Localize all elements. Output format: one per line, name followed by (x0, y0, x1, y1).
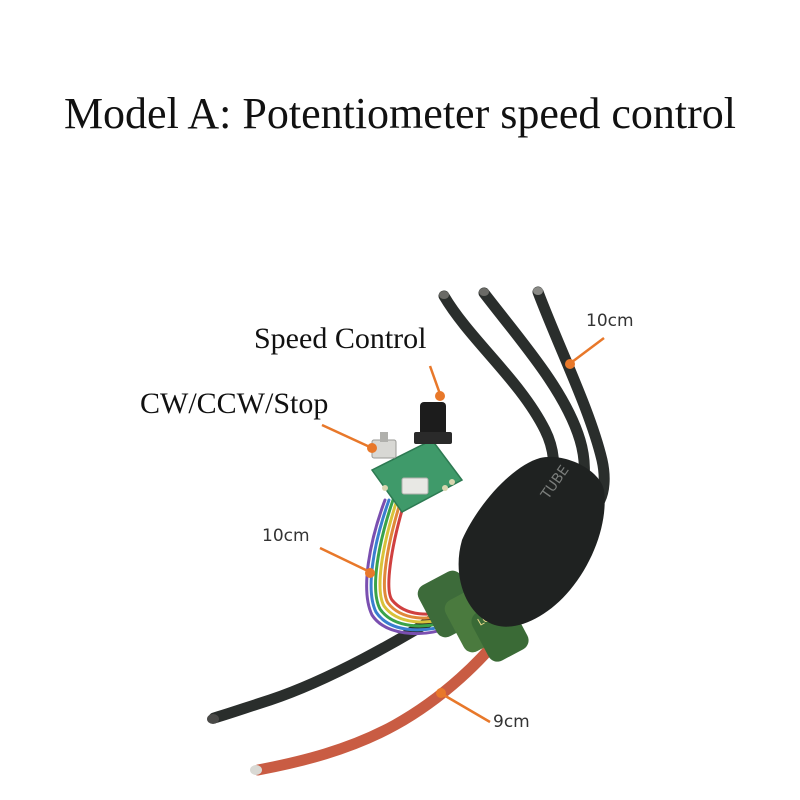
leader-dots (365, 359, 575, 698)
motor-lead-1 (438, 290, 560, 486)
black-wire-tip (207, 714, 219, 724)
pcb-connector (401, 477, 429, 495)
red-wire-tip (250, 765, 262, 775)
red-power-wire (252, 614, 518, 776)
page-title: Model A: Potentiometer speed control (63, 89, 737, 138)
leader-direction (321, 423, 373, 450)
signal-ribbon-cable (365, 498, 460, 636)
direction-switch-label: CW/CCW/Stop (140, 387, 329, 420)
leader-speed-control (428, 365, 442, 395)
leader-power-cable (441, 692, 491, 724)
speed-control-label: Speed Control (254, 322, 427, 355)
motor-lead-3 (532, 286, 610, 506)
leader-signal-cable (319, 546, 371, 574)
potentiometer-knob (420, 402, 446, 438)
leader-lines (319, 337, 605, 724)
leader-motor-leads (571, 337, 605, 363)
esc-body (458, 456, 605, 627)
lead-tip (439, 291, 449, 299)
motor-leads-length-label: 10cm (586, 311, 634, 331)
signal-cable-length-label: 10cm (262, 526, 310, 546)
control-pcb (370, 402, 464, 513)
lead-tip (479, 288, 489, 296)
power-cable-length-label: 9cm (493, 712, 530, 732)
lead-tip (533, 287, 543, 295)
